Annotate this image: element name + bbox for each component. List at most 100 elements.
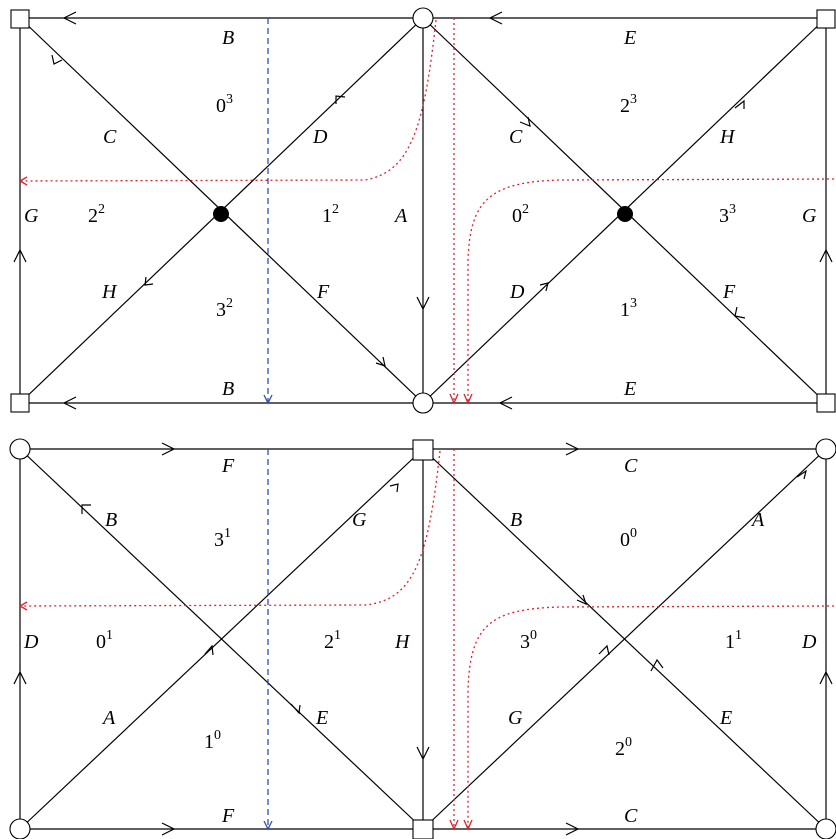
edge-label: C (624, 805, 638, 827)
edge-label: E (623, 27, 636, 49)
region-label: 32 (216, 296, 233, 321)
edge-label: C (624, 455, 638, 477)
arrowhead (449, 393, 459, 405)
arrowhead (463, 393, 473, 405)
arrowhead (449, 819, 459, 831)
arrowhead (734, 99, 745, 109)
region-label: 11 (725, 628, 742, 653)
arrowhead (819, 670, 833, 685)
region-label: 22 (88, 202, 105, 227)
edge-label: A (393, 205, 408, 227)
region-label: 30 (520, 628, 537, 653)
edge-label: D (509, 281, 525, 303)
region-label: 03 (216, 92, 233, 117)
edge-label: D (312, 126, 328, 148)
arrowhead (51, 54, 63, 65)
arrowhead (796, 469, 807, 480)
edge-label: G (24, 205, 39, 227)
region-label: 13 (620, 296, 637, 321)
arrowhead (598, 644, 610, 656)
region-label: 31 (214, 526, 231, 551)
edge-label: E (623, 378, 636, 400)
edge-label: B (222, 27, 234, 49)
edge-label: E (719, 707, 732, 729)
arrowhead (488, 11, 503, 25)
square-marker (10, 9, 30, 29)
red-flow-curve (467, 605, 835, 829)
edge-label: F (316, 281, 330, 303)
arrowhead (263, 820, 273, 831)
arrowhead (13, 670, 27, 685)
circle-marker (815, 818, 836, 839)
edge-label: G (508, 707, 523, 729)
edge-label: B (222, 378, 234, 400)
arrowhead (290, 703, 301, 715)
arrowhead (389, 483, 399, 493)
region-label: 21 (324, 628, 341, 653)
arrowhead (62, 11, 77, 25)
arrowhead (650, 658, 664, 672)
arrowhead (18, 176, 28, 186)
edge-label: H (394, 631, 411, 653)
red-flow-curve (19, 450, 441, 607)
red-flow-curve (467, 178, 835, 403)
arrowhead (565, 442, 580, 456)
circle-marker (412, 7, 434, 29)
edge-label: F (722, 281, 736, 303)
arrowhead (819, 248, 833, 263)
arrowhead (416, 746, 430, 761)
edge-label: D (23, 631, 39, 653)
region-label: 12 (322, 202, 339, 227)
arrowhead (539, 282, 549, 292)
arrowhead (204, 644, 214, 656)
edge-label: G (802, 205, 817, 227)
region-label: 20 (615, 735, 632, 760)
arrowhead (576, 594, 587, 606)
arrowhead (463, 819, 473, 831)
arrowhead (565, 822, 580, 836)
edge-label: A (101, 707, 116, 729)
arrowhead (161, 442, 176, 456)
arrowhead (416, 296, 430, 311)
arrowhead (335, 95, 346, 104)
edge-label: B (105, 509, 117, 531)
arrowhead (519, 116, 531, 127)
region-label: 23 (620, 92, 637, 117)
circle-marker (815, 438, 836, 460)
edge-label: H (719, 126, 736, 148)
circle-marker (9, 438, 31, 460)
edge-label: A (750, 509, 765, 531)
saddle-point-left (213, 206, 229, 222)
circle-marker (412, 392, 434, 414)
bottom-right-diagonal-up (422, 448, 827, 830)
region-label: 33 (719, 202, 736, 227)
arrowhead (18, 601, 28, 611)
edge-label: C (103, 126, 117, 148)
edge-label: H (101, 281, 118, 303)
saddle-point-right (617, 206, 633, 222)
arrowhead (161, 822, 176, 836)
square-marker (816, 393, 836, 413)
circle-marker (9, 818, 31, 839)
square-marker (816, 9, 836, 29)
edge-label: B (510, 509, 522, 531)
arrowhead (144, 276, 154, 286)
arrowhead (375, 356, 386, 367)
arrowhead (263, 394, 273, 405)
arrowhead (498, 396, 513, 410)
edge-label: F (221, 455, 235, 477)
bottom-left-diagonal-up (19, 448, 424, 830)
arrowhead (81, 504, 91, 514)
edge-label: F (221, 805, 235, 827)
edge-label: D (801, 631, 817, 653)
edge-label: E (315, 707, 328, 729)
region-label: 02 (512, 202, 529, 227)
red-flow-curve (19, 19, 437, 182)
edge-label: G (352, 509, 367, 531)
region-label: 01 (96, 628, 113, 653)
top-panel: B E B E G G A C D H F C H D F 03 22 12 3… (10, 7, 836, 414)
bottom-panel: F C F C D D H B G A E B A G E 31 01 21 1… (9, 438, 836, 839)
square-marker (412, 819, 434, 839)
square-marker (412, 439, 434, 461)
